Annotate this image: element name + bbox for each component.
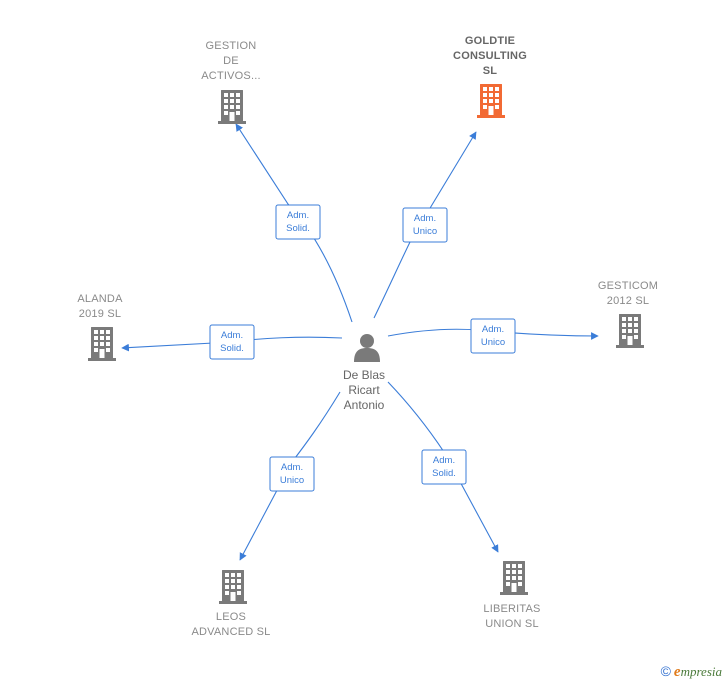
company-node-gestion[interactable]: GESTION DE ACTIVOS...: [201, 40, 261, 124]
relation-label-line-1: Adm.: [433, 455, 455, 466]
company-label-line-3: ACTIVOS...: [201, 70, 260, 82]
company-label-line-2: DE: [223, 55, 239, 67]
relation-badge-box: [421, 449, 467, 485]
relation-badge-liberitas[interactable]: Adm. Solid.: [421, 449, 467, 485]
relation-label-line-1: Adm.: [482, 324, 504, 335]
copyright: ©empresia: [661, 663, 722, 681]
building-icon: [616, 314, 644, 348]
building-icon: [88, 327, 116, 361]
relation-badge-box: [209, 324, 255, 360]
company-node-goldtie[interactable]: GOLDTIE CONSULTING SL: [453, 35, 527, 118]
relation-badge-box: [269, 456, 315, 492]
person-name-line-1: De Blas: [343, 368, 385, 382]
company-label-line-2: CONSULTING: [453, 50, 527, 62]
person-node[interactable]: De Blas Ricart Antonio: [343, 334, 385, 412]
relation-label-line-2: Solid.: [432, 468, 456, 479]
relation-badge-box: [470, 318, 516, 354]
company-label-line-2: ADVANCED SL: [191, 626, 270, 638]
relation-badge-leos[interactable]: Adm. Unico: [269, 456, 315, 492]
brand-name: mpresia: [680, 664, 722, 679]
brand-initial: e: [673, 664, 681, 680]
company-label-line-1: GOLDTIE: [465, 35, 515, 47]
company-label-line-1: LIBERITAS: [483, 603, 540, 615]
company-label-line-1: GESTION: [206, 40, 257, 52]
relation-label-line-1: Adm.: [287, 210, 309, 221]
relation-badge-gesticom[interactable]: Adm. Unico: [470, 318, 516, 354]
relation-label-line-1: Adm.: [281, 462, 303, 473]
company-node-leos[interactable]: LEOS ADVANCED SL: [191, 570, 270, 638]
person-name-line-3: Antonio: [344, 398, 385, 412]
relation-label-line-1: Adm.: [221, 330, 243, 341]
relation-label-line-1: Adm.: [414, 213, 436, 224]
relation-badge-box: [275, 204, 321, 240]
person-name-line-2: Ricart: [348, 383, 380, 397]
building-icon: [218, 90, 246, 124]
relation-badge-goldtie[interactable]: Adm. Unico: [402, 207, 448, 243]
company-node-alanda[interactable]: ALANDA 2019 SL: [77, 293, 123, 361]
relation-label-line-2: Solid.: [286, 223, 310, 234]
company-label-line-1: ALANDA: [77, 293, 123, 305]
copyright-icon: ©: [660, 663, 671, 679]
company-label-line-1: LEOS: [216, 611, 246, 623]
building-icon: [500, 561, 528, 595]
company-node-gesticom[interactable]: GESTICOM 2012 SL: [598, 280, 658, 348]
relation-label-line-2: Unico: [481, 337, 505, 348]
company-label-line-2: 2012 SL: [607, 295, 649, 307]
relation-label-line-2: Solid.: [220, 343, 244, 354]
relation-badge-box: [402, 207, 448, 243]
relation-badge-alanda[interactable]: Adm. Solid.: [209, 324, 255, 360]
company-label-line-1: GESTICOM: [598, 280, 658, 292]
company-label-line-2: 2019 SL: [79, 308, 121, 320]
company-label-line-2: UNION SL: [485, 618, 539, 630]
company-node-liberitas[interactable]: LIBERITAS UNION SL: [483, 561, 540, 630]
person-icon: [354, 334, 380, 362]
relation-label-line-2: Unico: [413, 226, 437, 237]
building-icon: [219, 570, 247, 604]
relation-label-line-2: Unico: [280, 475, 304, 486]
company-label-line-3: SL: [483, 65, 498, 77]
building-icon: [477, 84, 505, 118]
relation-badge-gestion[interactable]: Adm. Solid.: [275, 204, 321, 240]
